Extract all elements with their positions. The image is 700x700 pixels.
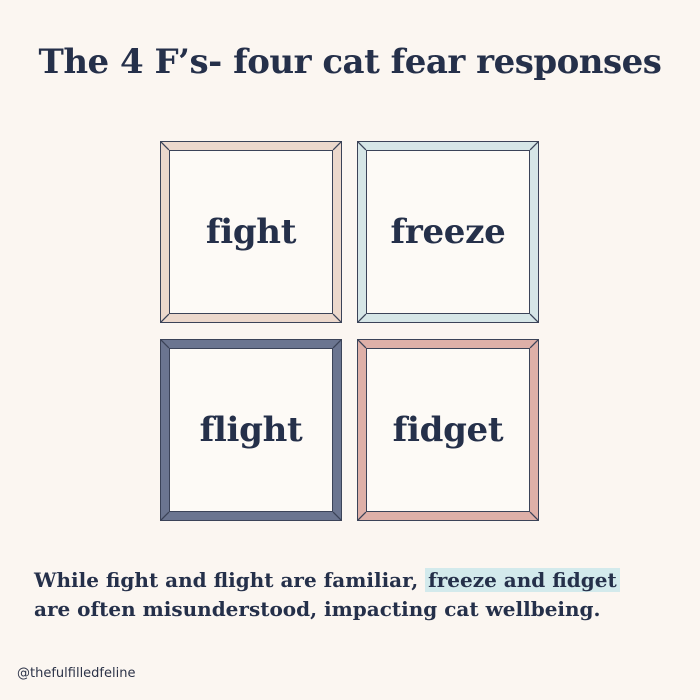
frame-panel: fight — [169, 150, 333, 314]
frame-freeze: freeze — [357, 141, 539, 323]
frame-fight: fight — [160, 141, 342, 323]
word-freeze: freeze — [390, 212, 506, 252]
frame-fidget: fidget — [357, 339, 539, 521]
word-flight: flight — [199, 410, 303, 450]
caption-text-start: While fight and flight are familiar, — [34, 568, 426, 592]
frame-panel: flight — [169, 348, 333, 512]
caption-text-end: are often misunderstood, impacting cat w… — [34, 597, 601, 621]
caption: While fight and flight are familiar, fre… — [34, 566, 674, 624]
frame-panel: freeze — [366, 150, 530, 314]
page-title: The 4 F’s- four cat fear responses — [38, 42, 662, 82]
word-fidget: fidget — [392, 410, 504, 450]
frame-panel: fidget — [366, 348, 530, 512]
word-fight: fight — [205, 212, 297, 252]
frame-flight: flight — [160, 339, 342, 521]
social-handle: @thefulfilledfeline — [17, 666, 136, 681]
caption-highlight: freeze and fidget — [425, 568, 620, 592]
